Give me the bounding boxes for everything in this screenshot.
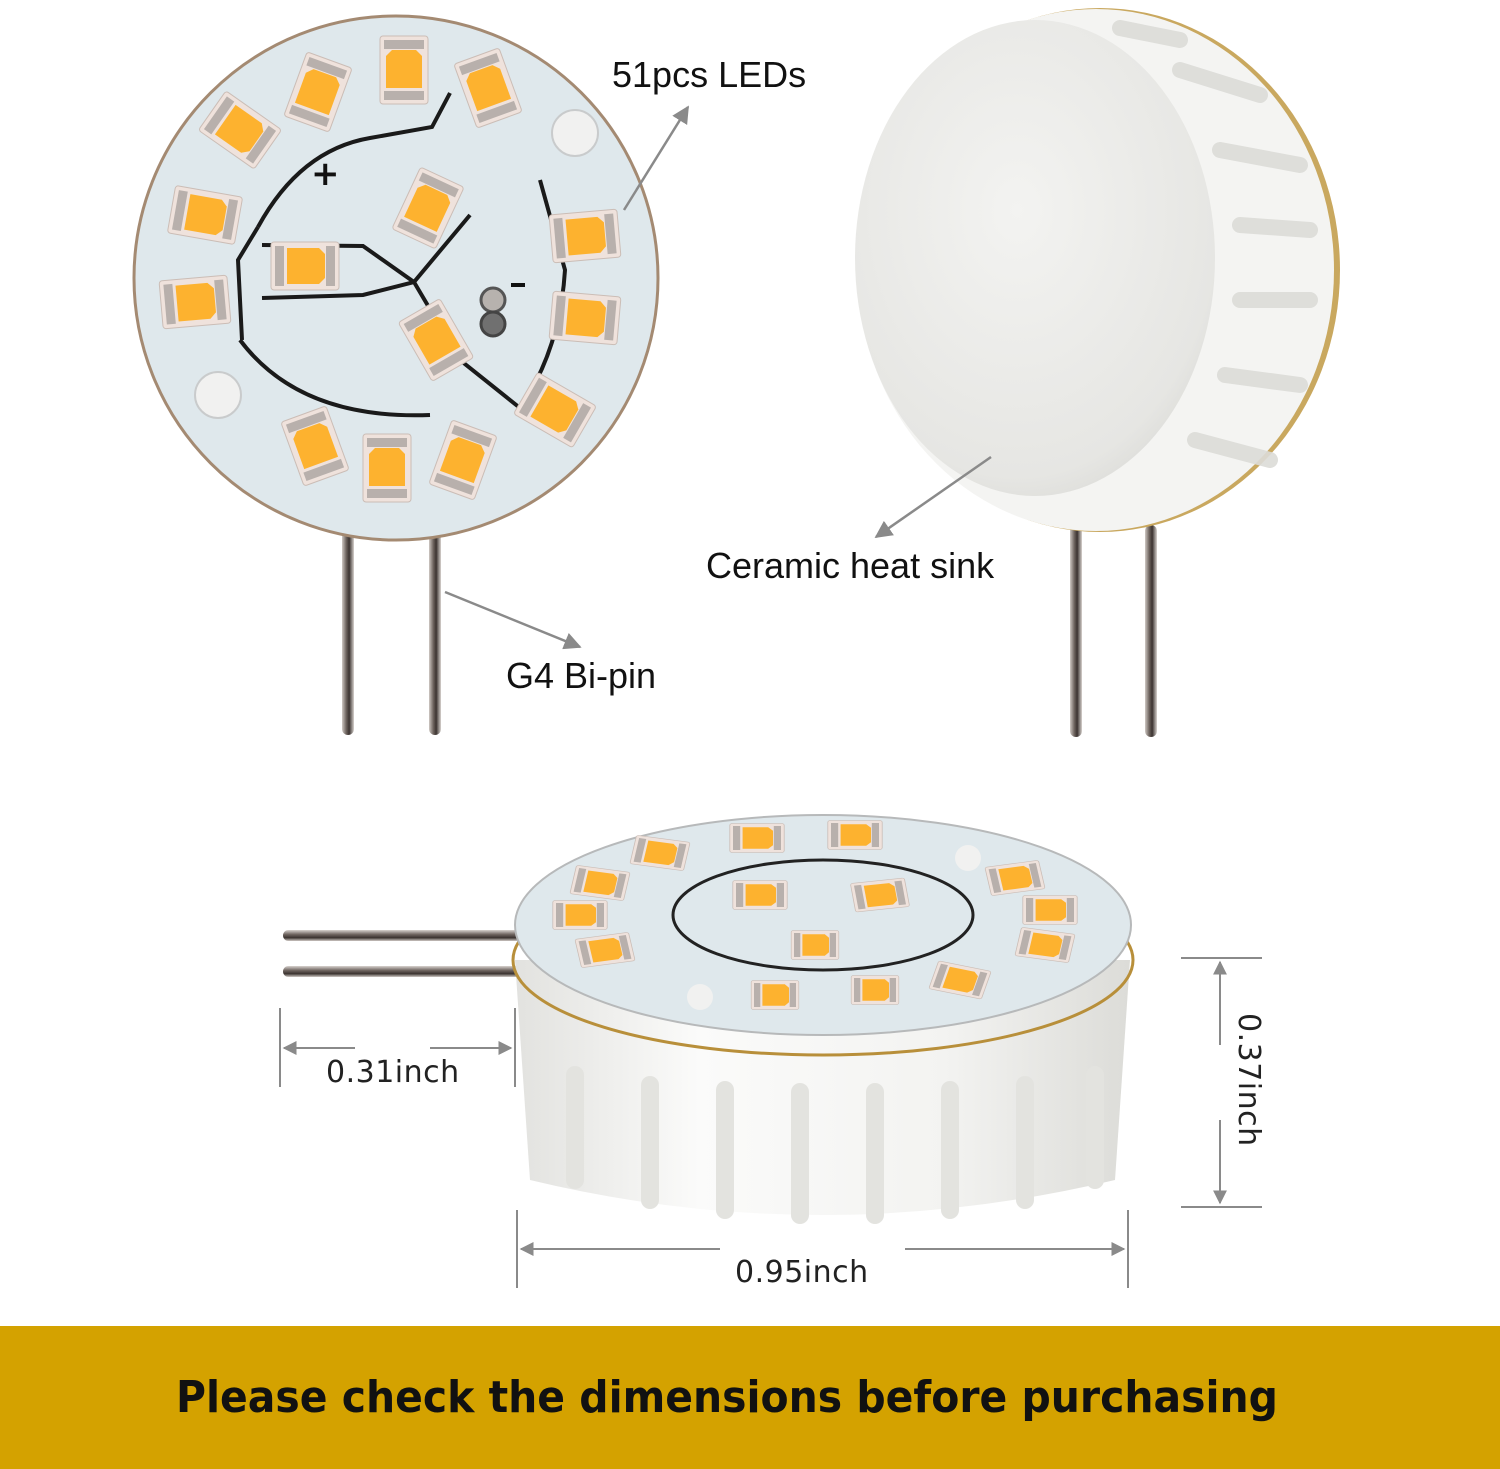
pin-left xyxy=(342,520,354,735)
heat-sink-arrow xyxy=(874,455,992,539)
annotation-arrows xyxy=(444,105,992,650)
pin-right xyxy=(429,520,441,735)
pin-left xyxy=(1070,525,1082,737)
minus-mark xyxy=(511,283,525,287)
plus-mark: + xyxy=(311,154,340,194)
mount-hole xyxy=(551,109,599,157)
heat-sink-label: Ceramic heat sink xyxy=(706,545,995,586)
banner-text: Please check the dimensions before purch… xyxy=(176,1372,1278,1423)
side-view-bulb xyxy=(283,814,1135,1224)
pin-top xyxy=(283,930,523,941)
leds-label: 51pcs LEDs xyxy=(612,54,807,95)
height-dimension: 0.37inch xyxy=(1231,1013,1266,1147)
mount-hole xyxy=(194,371,242,419)
pin-bottom xyxy=(283,966,523,977)
front-view-bulb: + xyxy=(132,14,660,735)
pin-right xyxy=(1145,525,1157,737)
warning-banner: Please check the dimensions before purch… xyxy=(0,1326,1500,1469)
leds-arrow xyxy=(622,105,690,211)
back-view-bulb xyxy=(855,8,1340,737)
ceramic-face xyxy=(855,20,1215,496)
bipin-arrow xyxy=(444,590,582,650)
dimension-lines xyxy=(279,957,1262,1288)
diameter-dimension: 0.95inch xyxy=(735,1255,869,1290)
pin-length-dimension: 0.31inch xyxy=(326,1055,460,1090)
bipin-label: G4 Bi-pin xyxy=(506,655,657,696)
ceramic-body xyxy=(515,960,1130,1215)
